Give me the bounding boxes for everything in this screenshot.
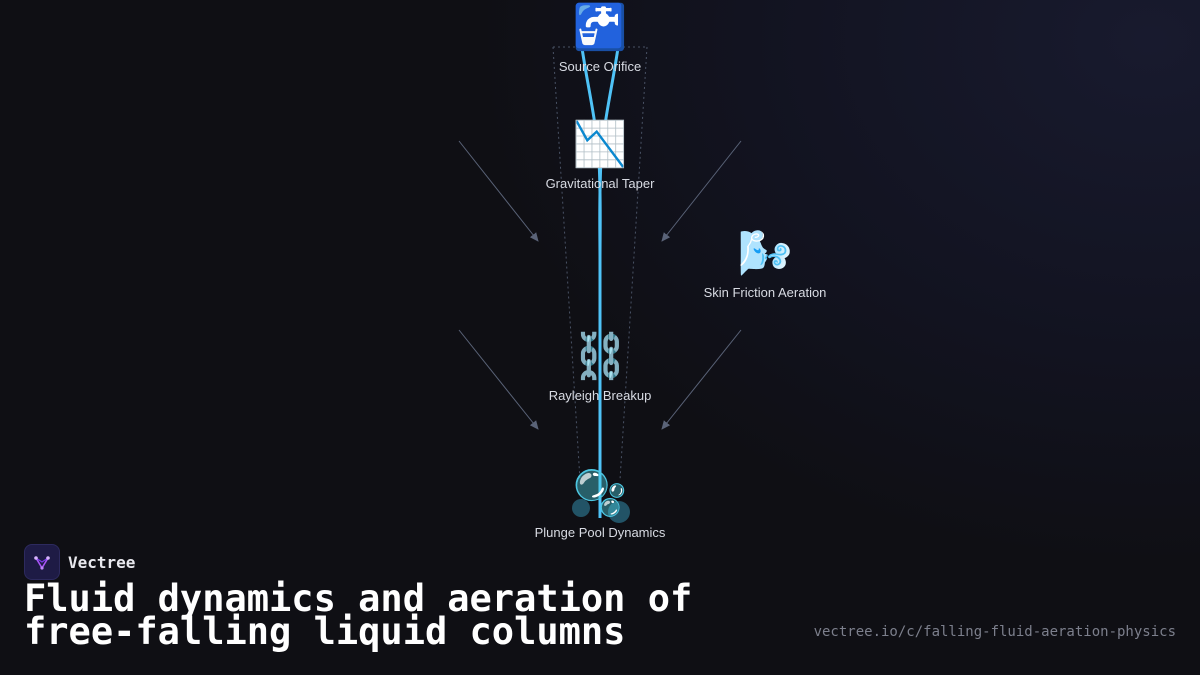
- node-label: Plunge Pool Dynamics: [534, 525, 666, 540]
- node-gravitational-taper: 📉 Gravitational Taper: [545, 119, 655, 192]
- node-plunge-pool-dynamics: 🫧 Plunge Pool Dynamics: [534, 468, 666, 541]
- vectree-logo-icon: [24, 544, 60, 580]
- brand: Vectree: [24, 544, 135, 580]
- node-rayleigh-breakup: ⛓️ Rayleigh Breakup: [548, 331, 652, 404]
- bubbles-icon: 🫧: [572, 468, 628, 519]
- brand-name: Vectree: [68, 552, 136, 572]
- chains-icon: ⛓️: [572, 331, 628, 382]
- node-skin-friction-aeration: 🌬️ Skin Friction Aeration: [703, 228, 827, 301]
- node-label: Rayleigh Breakup: [548, 388, 652, 403]
- page-title: Fluid dynamics and aeration of free-fall…: [24, 577, 693, 653]
- envelope-left-guide: [552, 46, 581, 481]
- wind-face-icon: 🌬️: [737, 228, 793, 279]
- arrow-lower-left: [458, 329, 539, 430]
- liquid-column-right-edge: [598, 47, 620, 261]
- chart-decreasing-icon: 📉: [572, 119, 628, 170]
- node-label: Skin Friction Aeration: [703, 285, 827, 300]
- potable-water-icon: 🚰: [572, 2, 628, 53]
- node-label: Gravitational Taper: [545, 176, 655, 191]
- splash-bubble-right: [608, 501, 630, 523]
- source-url: vectree.io/c/falling-fluid-aeration-phys…: [813, 624, 1176, 640]
- envelope-right-guide: [619, 46, 648, 481]
- arrow-lower-right: [661, 329, 742, 430]
- arrow-upper-left: [458, 140, 539, 242]
- arrow-upper-right: [661, 140, 742, 242]
- node-label: Source Orifice: [558, 59, 642, 74]
- splash-bubble-left: [572, 499, 590, 517]
- node-source-orifice: 🚰 Source Orifice: [558, 2, 642, 75]
